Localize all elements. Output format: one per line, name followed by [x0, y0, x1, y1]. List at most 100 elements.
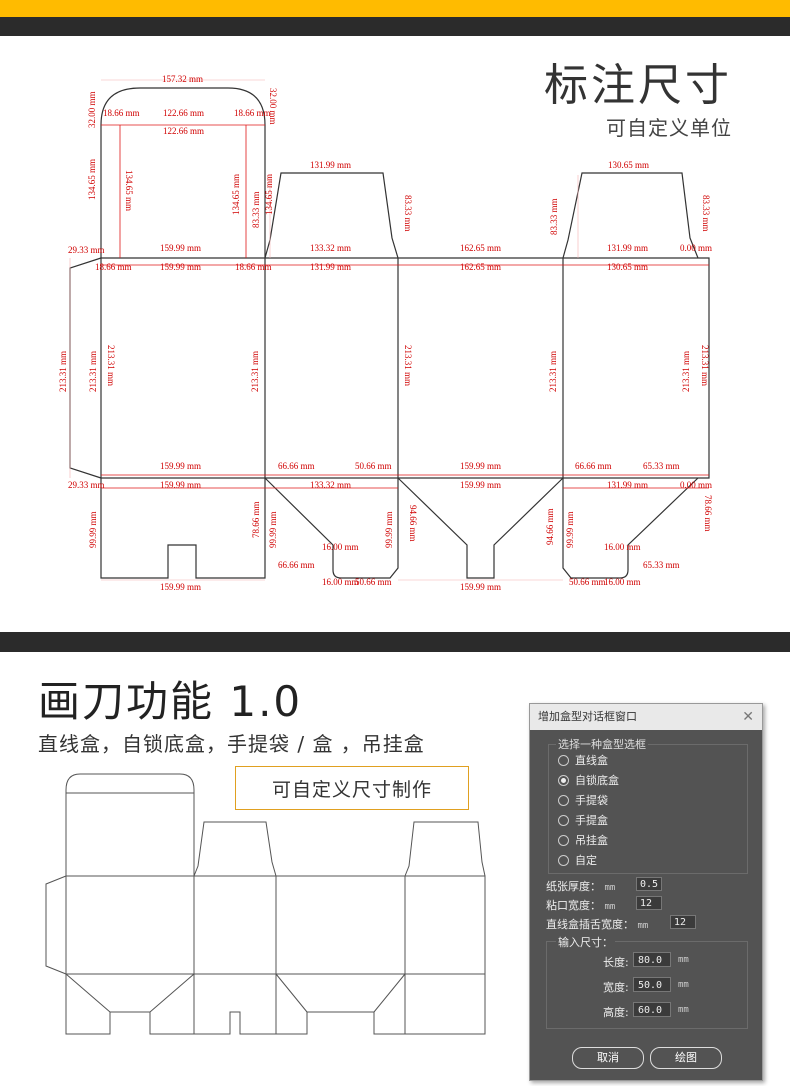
radio-icon [558, 834, 569, 846]
dim-label: 50.66 mm [355, 577, 392, 587]
height-input[interactable]: 60.0 [633, 1002, 671, 1017]
radio-icon [558, 794, 569, 806]
dim-label: 159.99 mm [160, 480, 201, 490]
dim-label: 159.99 mm [460, 461, 501, 471]
dim-label: 94.66 mm [545, 508, 555, 545]
dimensioned-dieline: 157.32 mm 122.66 mm 122.66 mm 18.66 mm 1… [58, 74, 713, 592]
box-type-group-label: 选择一种盒型选框 [556, 736, 648, 752]
dim-label: 131.99 mm [607, 243, 648, 253]
dim-label: 18.66 mm [235, 262, 272, 272]
section-divider [0, 632, 790, 652]
radio-label: 自定 [575, 854, 597, 867]
tuck-width-input[interactable]: 12 [670, 915, 696, 929]
section-title: 标注尺寸 [544, 60, 732, 111]
dim-label: 122.66 mm [163, 108, 204, 118]
paper-thickness-input[interactable]: 0.5 [636, 877, 662, 891]
dim-label: 159.99 mm [460, 582, 501, 592]
dim-label: 133.32 mm [310, 243, 351, 253]
size-group [546, 941, 748, 1029]
dim-label: 134.65 mm [231, 174, 241, 215]
unit-label: mm [637, 921, 649, 931]
radio-label: 直线盒 [575, 754, 608, 767]
feature-subtitle: 直线盒，自锁底盒，手提袋 / 盒 ，吊挂盒 [38, 732, 425, 756]
section-subtitle: 可自定义单位 [606, 116, 732, 140]
dim-label: 159.99 mm [160, 262, 201, 272]
dim-label: 213.31 mm [403, 345, 413, 386]
top-banner [0, 0, 790, 36]
dim-label: 133.32 mm [310, 480, 351, 490]
glue-width-row: 粘口宽度： mm [546, 897, 615, 913]
radio-selected-icon [558, 774, 569, 786]
dim-label: 78.66 mm [251, 501, 261, 538]
radio-label: 自锁底盒 [575, 774, 619, 787]
dim-label: 94.66 mm [408, 505, 418, 542]
dim-label: 66.66 mm [575, 461, 612, 471]
dim-label: 99.99 mm [268, 511, 278, 548]
radio-straight-box[interactable]: 直线盒 [558, 752, 608, 768]
radio-label: 手提盒 [575, 814, 608, 827]
dim-label: 32.00 mm [268, 88, 278, 125]
radio-handle-box[interactable]: 手提盒 [558, 812, 608, 828]
dim-label: 162.65 mm [460, 243, 501, 253]
dim-label: 18.66 mm [95, 262, 132, 272]
dim-label: 159.99 mm [460, 480, 501, 490]
dim-label: 78.66 mm [703, 495, 713, 532]
dim-label: 130.65 mm [607, 262, 648, 272]
dim-label: 0.00 mm [680, 243, 712, 253]
radio-label: 吊挂盒 [575, 834, 608, 847]
cancel-button[interactable]: 取消 [572, 1047, 644, 1069]
dim-label: 157.32 mm [162, 74, 203, 84]
radio-handbag[interactable]: 手提袋 [558, 792, 608, 808]
dim-label: 130.65 mm [608, 160, 649, 170]
unit-label: mm [678, 980, 689, 990]
unit-label: mm [604, 883, 616, 893]
unit-label: mm [678, 955, 689, 965]
height-label: 高度: [603, 1006, 629, 1019]
dim-label: 83.33 mm [403, 195, 413, 232]
dim-label: 66.66 mm [278, 461, 315, 471]
radio-custom[interactable]: 自定 [558, 852, 597, 868]
size-group-label: 输入尺寸： [556, 934, 615, 950]
dim-label: 99.99 mm [565, 511, 575, 548]
dim-label: 29.33 mm [68, 480, 105, 490]
dim-label: 159.99 mm [160, 461, 201, 471]
dark-stripe [0, 17, 790, 36]
custom-size-tag: 可自定义尺寸制作 [235, 766, 469, 810]
dim-label: 65.33 mm [643, 461, 680, 471]
width-input[interactable]: 50.0 [633, 977, 671, 992]
accent-stripe [0, 0, 790, 17]
dim-label: 83.33 mm [549, 198, 559, 235]
dim-label: 18.66 mm [234, 108, 271, 118]
paper-thickness-row: 纸张厚度： mm [546, 878, 615, 894]
draw-button[interactable]: 绘图 [650, 1047, 722, 1069]
glue-width-input[interactable]: 12 [636, 896, 662, 910]
dim-label: 18.66 mm [103, 108, 140, 118]
dim-label: 213.31 mm [106, 345, 116, 386]
dim-label: 50.66 mm [569, 577, 606, 587]
radio-self-lock-box[interactable]: 自锁底盒 [558, 772, 619, 788]
length-input[interactable]: 80.0 [633, 952, 671, 967]
dim-label: 213.31 mm [681, 351, 691, 392]
dim-label: 29.33 mm [68, 245, 105, 255]
dim-label: 0.00 mm [680, 480, 712, 490]
dim-label: 159.99 mm [160, 243, 201, 253]
dim-label: 122.66 mm [163, 126, 204, 136]
paper-thickness-label: 纸张厚度： [546, 880, 601, 893]
radio-icon [558, 754, 569, 766]
dim-label: 213.31 mm [58, 351, 68, 392]
dim-label: 83.33 mm [251, 191, 261, 228]
length-label: 长度: [603, 956, 629, 969]
dim-label: 66.66 mm [278, 560, 315, 570]
close-icon[interactable]: ✕ [742, 709, 754, 725]
dim-label: 134.65 mm [124, 170, 134, 211]
dim-label: 99.99 mm [88, 511, 98, 548]
glue-width-label: 粘口宽度： [546, 899, 601, 912]
dim-label: 131.99 mm [310, 262, 351, 272]
tuck-width-label: 直线盒插舌宽度： [546, 918, 634, 931]
dim-label: 134.65 mm [87, 159, 97, 200]
dim-label: 83.33 mm [701, 195, 711, 232]
dim-label: 213.31 mm [88, 351, 98, 392]
radio-hanging-box[interactable]: 吊挂盒 [558, 832, 608, 848]
dim-label: 16.00 mm [322, 577, 359, 587]
